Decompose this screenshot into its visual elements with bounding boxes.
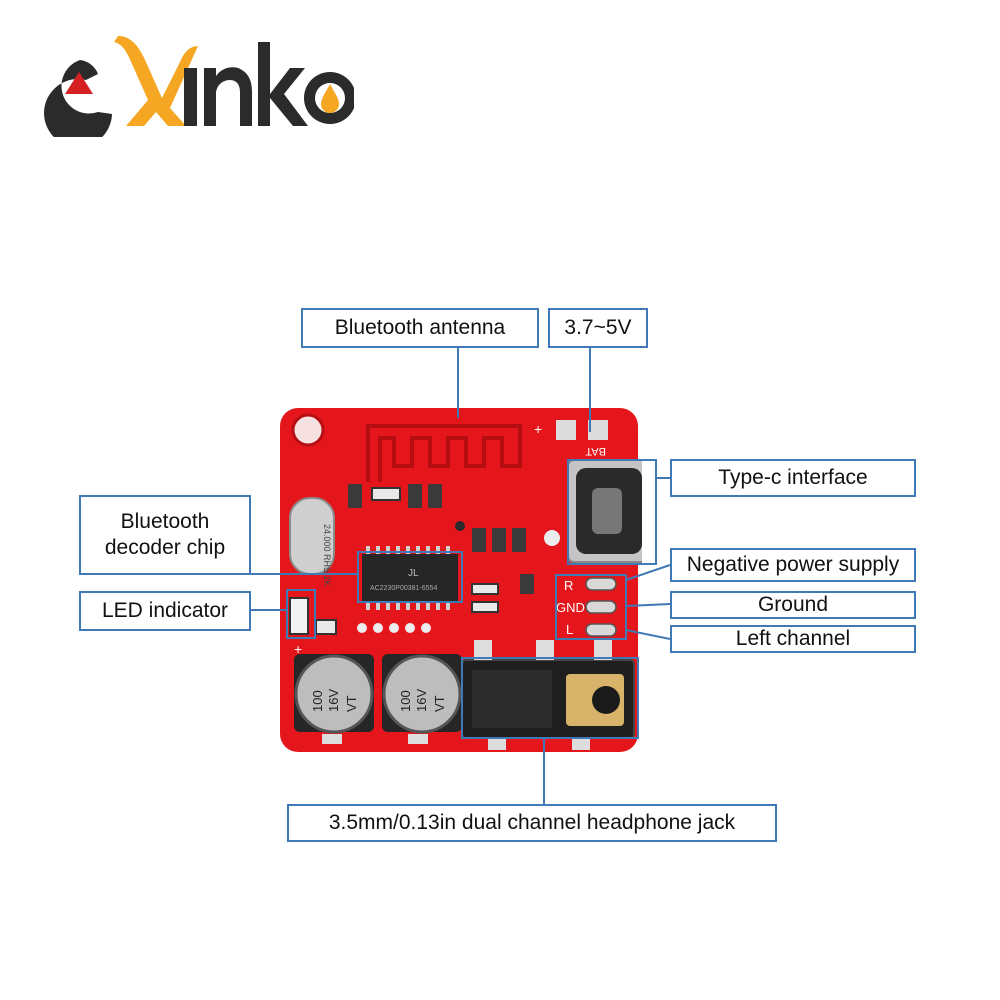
bat-pad-minus <box>588 420 608 440</box>
chip-logo-silk: JL <box>408 568 419 579</box>
label-voltage: 3.7~5V <box>548 308 648 348</box>
logo-letter-x <box>114 36 198 126</box>
svg-text:16V: 16V <box>414 689 429 712</box>
label-negative-power: Negative power supply <box>670 548 916 582</box>
chip-pins <box>366 546 450 610</box>
svg-text:16V: 16V <box>326 689 341 712</box>
logo-triangle-icon <box>65 72 93 94</box>
capacitor-right: 100 16V VT <box>382 654 462 734</box>
svg-text:VT: VT <box>432 695 447 712</box>
l-silk: L <box>566 622 573 637</box>
logo-letter-e <box>44 60 112 137</box>
mounting-hole <box>291 413 325 447</box>
logo-letter-n <box>204 67 252 126</box>
chip-code-silk: AC2230P00381-6554 <box>370 585 437 592</box>
led-plus-silk: + <box>294 641 302 657</box>
label-type-c: Type-c interface <box>670 459 916 497</box>
r-silk: R <box>564 578 573 593</box>
pad-r <box>585 577 617 591</box>
label-decoder-chip: Bluetooth decoder chip <box>79 495 251 575</box>
label-left-channel: Left channel <box>670 625 916 653</box>
crystal-silk: 24.000 RHS 2K <box>322 524 332 587</box>
exinko-logo <box>44 36 354 137</box>
capacitor-left: 100 16V VT <box>294 654 374 734</box>
logo-letter-i <box>184 68 197 126</box>
logo-drop-icon <box>321 84 339 113</box>
bluetooth-audio-board: + BAT 24.000 RHS 2K JL AC2230P00381-6554… <box>280 408 642 752</box>
bat-plus-silk: + <box>534 421 542 437</box>
label-ground: Ground <box>670 591 916 619</box>
bat-silk: BAT <box>585 445 606 457</box>
led-indicator <box>289 597 309 635</box>
bat-pad-plus <box>556 420 576 440</box>
logo-letter-k <box>258 42 308 126</box>
antenna-trace <box>366 424 522 482</box>
svg-text:100: 100 <box>310 690 325 712</box>
label-headphone-jack: 3.5mm/0.13in dual channel headphone jack <box>287 804 777 842</box>
label-bluetooth-antenna: Bluetooth antenna <box>301 308 539 348</box>
label-led: LED indicator <box>79 591 251 631</box>
svg-text:100: 100 <box>398 690 413 712</box>
svg-text:VT: VT <box>344 695 359 712</box>
gnd-silk: GND <box>556 600 585 615</box>
pad-l <box>585 623 617 637</box>
pad-gnd <box>585 600 617 614</box>
